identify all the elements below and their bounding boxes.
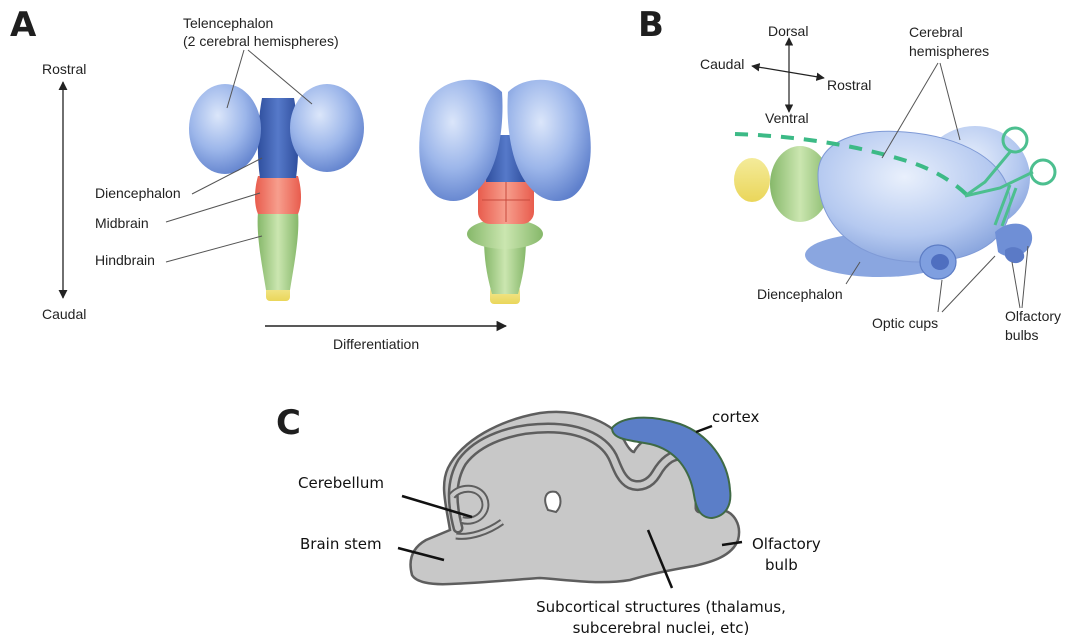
olfactory-bulbs-sub-label: bulbs xyxy=(1005,327,1038,344)
differentiated-brain xyxy=(419,80,591,304)
diencephalon-label-a: Diencephalon xyxy=(95,185,181,202)
diencephalon-label-b: Diencephalon xyxy=(757,286,843,303)
caudal-rostral-arrow xyxy=(752,66,824,78)
olfactory-bulbs-label: Olfactory xyxy=(1005,308,1061,325)
cerebellum-label: Cerebellum xyxy=(298,474,384,494)
differentiation-label: Differentiation xyxy=(333,336,419,353)
caudal-label: Caudal xyxy=(42,306,86,323)
olfactory-bulb-label: Olfactory xyxy=(752,535,821,555)
subcortical-label: Subcortical structures (thalamus, xyxy=(536,598,786,618)
cortex-label: cortex xyxy=(712,408,759,428)
rostral-label-b: Rostral xyxy=(827,77,871,94)
cerebral-sub-label: hemispheres xyxy=(909,43,989,60)
midbrain-label: Midbrain xyxy=(95,215,149,232)
panel-a-letter: A xyxy=(10,8,36,42)
telencephalon-label: Telencephalon xyxy=(183,15,273,32)
subcortical-sub-label: subcerebral nuclei, etc) xyxy=(573,619,750,639)
early-brain xyxy=(189,84,364,301)
olfactory-bulb-sub-label: bulb xyxy=(765,556,798,576)
panel-c-letter: C xyxy=(276,406,301,440)
panel-b xyxy=(734,38,1055,312)
panel-b-letter: B xyxy=(638,8,664,42)
rostral-label: Rostral xyxy=(42,61,86,78)
brain-stem-label: Brain stem xyxy=(300,535,382,555)
telencephalon-sub-label: (2 cerebral hemispheres) xyxy=(183,33,339,50)
cerebral-label: Cerebral xyxy=(909,24,963,41)
panel-c xyxy=(398,412,742,588)
dorsal-label: Dorsal xyxy=(768,23,808,40)
lateral-brain xyxy=(734,126,1032,279)
caudal-label-b: Caudal xyxy=(700,56,744,73)
hindbrain-label: Hindbrain xyxy=(95,252,155,269)
optic-cups-label: Optic cups xyxy=(872,315,938,332)
ventral-label: Ventral xyxy=(765,110,809,127)
